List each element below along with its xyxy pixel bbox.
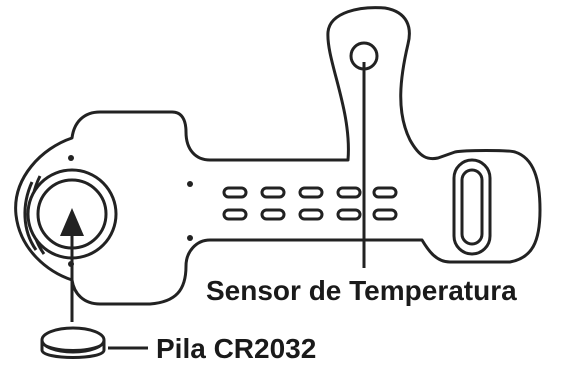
electrode-slots: [222, 186, 398, 221]
device-body: [14, 6, 542, 306]
battery-label: Pila CR2032: [156, 333, 316, 364]
temperature-sensor-label: Sensor de Temperatura: [206, 275, 517, 306]
strap-slot: [452, 158, 492, 256]
battery-insert-arrow: [60, 208, 84, 322]
battery-cell: [40, 326, 106, 359]
